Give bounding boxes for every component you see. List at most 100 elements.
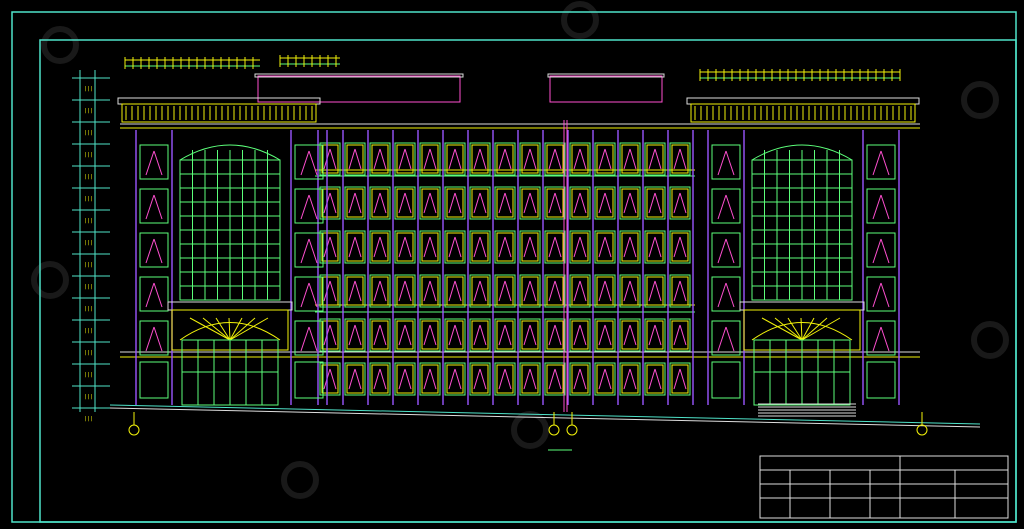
window-swing	[473, 368, 481, 390]
window-swing	[579, 148, 587, 170]
window	[644, 274, 666, 308]
cornice-band	[690, 103, 916, 123]
window-swing	[725, 238, 735, 264]
window	[544, 274, 566, 308]
window-swing	[373, 280, 381, 302]
window-swing	[379, 192, 387, 214]
window-swing	[308, 194, 318, 220]
window-swing	[454, 280, 462, 302]
window-swing	[629, 368, 637, 390]
window-swing	[429, 324, 437, 346]
window-swing	[153, 326, 163, 352]
window-swing	[479, 280, 487, 302]
window-swing	[623, 280, 631, 302]
window	[444, 362, 466, 396]
window	[319, 274, 341, 308]
arch	[179, 144, 281, 161]
window	[369, 230, 391, 264]
window	[619, 142, 641, 176]
window-swing	[379, 236, 387, 258]
window-swing	[348, 324, 356, 346]
window-frame	[371, 188, 389, 218]
window-frame	[321, 364, 339, 394]
window-swing	[300, 282, 310, 308]
window-frame	[646, 188, 664, 218]
window-swing	[348, 368, 356, 390]
window-swing	[479, 192, 487, 214]
window	[594, 230, 616, 264]
window	[469, 362, 491, 396]
window	[711, 361, 741, 399]
window	[139, 276, 169, 312]
window	[394, 362, 416, 396]
window-frame	[446, 276, 464, 306]
window	[319, 142, 341, 176]
window-swing	[153, 194, 163, 220]
window	[544, 230, 566, 264]
window	[711, 144, 741, 180]
window	[569, 318, 591, 352]
window-swing	[573, 368, 581, 390]
window	[319, 362, 341, 396]
window-swing	[354, 280, 362, 302]
window-frame	[471, 320, 489, 350]
window-frame	[646, 320, 664, 350]
window-swing	[398, 368, 406, 390]
window-swing	[654, 192, 662, 214]
dimension-text: |||	[84, 372, 93, 378]
window	[344, 318, 366, 352]
window-swing	[717, 150, 727, 176]
window	[294, 276, 324, 312]
window-frame	[346, 276, 364, 306]
window-swing	[329, 324, 337, 346]
window-frame	[671, 320, 689, 350]
window	[394, 230, 416, 264]
window-swing	[373, 148, 381, 170]
dimension-text: |||	[84, 130, 93, 136]
canopy	[739, 301, 865, 311]
window	[444, 274, 466, 308]
fanlight-rib	[229, 317, 256, 341]
window-frame	[321, 144, 339, 174]
window-frame	[621, 232, 639, 262]
roof-parapet	[257, 75, 461, 103]
window-swing	[598, 148, 606, 170]
window-swing	[872, 150, 882, 176]
window	[594, 318, 616, 352]
window-swing	[308, 150, 318, 176]
window	[544, 318, 566, 352]
window-frame	[546, 144, 564, 174]
window-swing	[554, 368, 562, 390]
window-swing	[648, 148, 656, 170]
window-swing	[579, 192, 587, 214]
fanlight-rib	[801, 317, 815, 341]
window-swing	[629, 192, 637, 214]
window	[139, 320, 169, 356]
window-frame	[596, 276, 614, 306]
window-swing	[398, 148, 406, 170]
window	[619, 186, 641, 220]
window-swing	[379, 280, 387, 302]
window-frame	[396, 320, 414, 350]
window	[569, 230, 591, 264]
window-swing	[504, 236, 512, 258]
fanlight-rib	[800, 317, 803, 341]
window	[139, 188, 169, 224]
window-swing	[654, 236, 662, 258]
window-swing	[504, 280, 512, 302]
window-swing	[498, 148, 506, 170]
window-swing	[673, 192, 681, 214]
window-swing	[300, 194, 310, 220]
window-frame	[596, 364, 614, 394]
window-swing	[872, 238, 882, 264]
window-swing	[153, 150, 163, 176]
window-swing	[529, 236, 537, 258]
window-swing	[423, 368, 431, 390]
window-swing	[300, 326, 310, 352]
window-swing	[348, 192, 356, 214]
window-frame	[446, 144, 464, 174]
window-frame	[571, 188, 589, 218]
window-frame	[621, 320, 639, 350]
window-swing	[717, 194, 727, 220]
window-frame	[671, 144, 689, 174]
